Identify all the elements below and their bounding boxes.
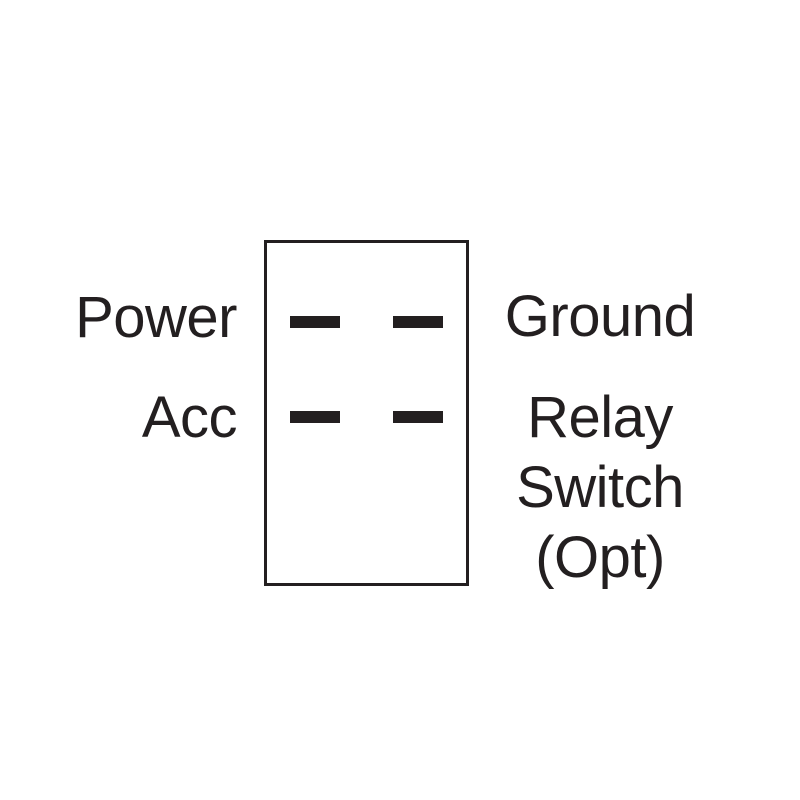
power-label: Power (75, 285, 237, 350)
terminal-pin-relay (393, 411, 443, 423)
relay-switch-opt-label-line3: (Opt) (535, 525, 665, 590)
terminal-pin-ground (393, 316, 443, 328)
terminal-pin-power (290, 316, 340, 328)
relay-switch-opt-label-line2: Switch (516, 455, 684, 520)
relay-switch-opt-label-line1: Relay (527, 385, 673, 450)
ground-label: Ground (504, 284, 696, 349)
relay-switch-opt-label: Relay Switch (Opt) (480, 383, 720, 593)
acc-label: Acc (141, 385, 238, 450)
terminal-pin-acc (290, 411, 340, 423)
